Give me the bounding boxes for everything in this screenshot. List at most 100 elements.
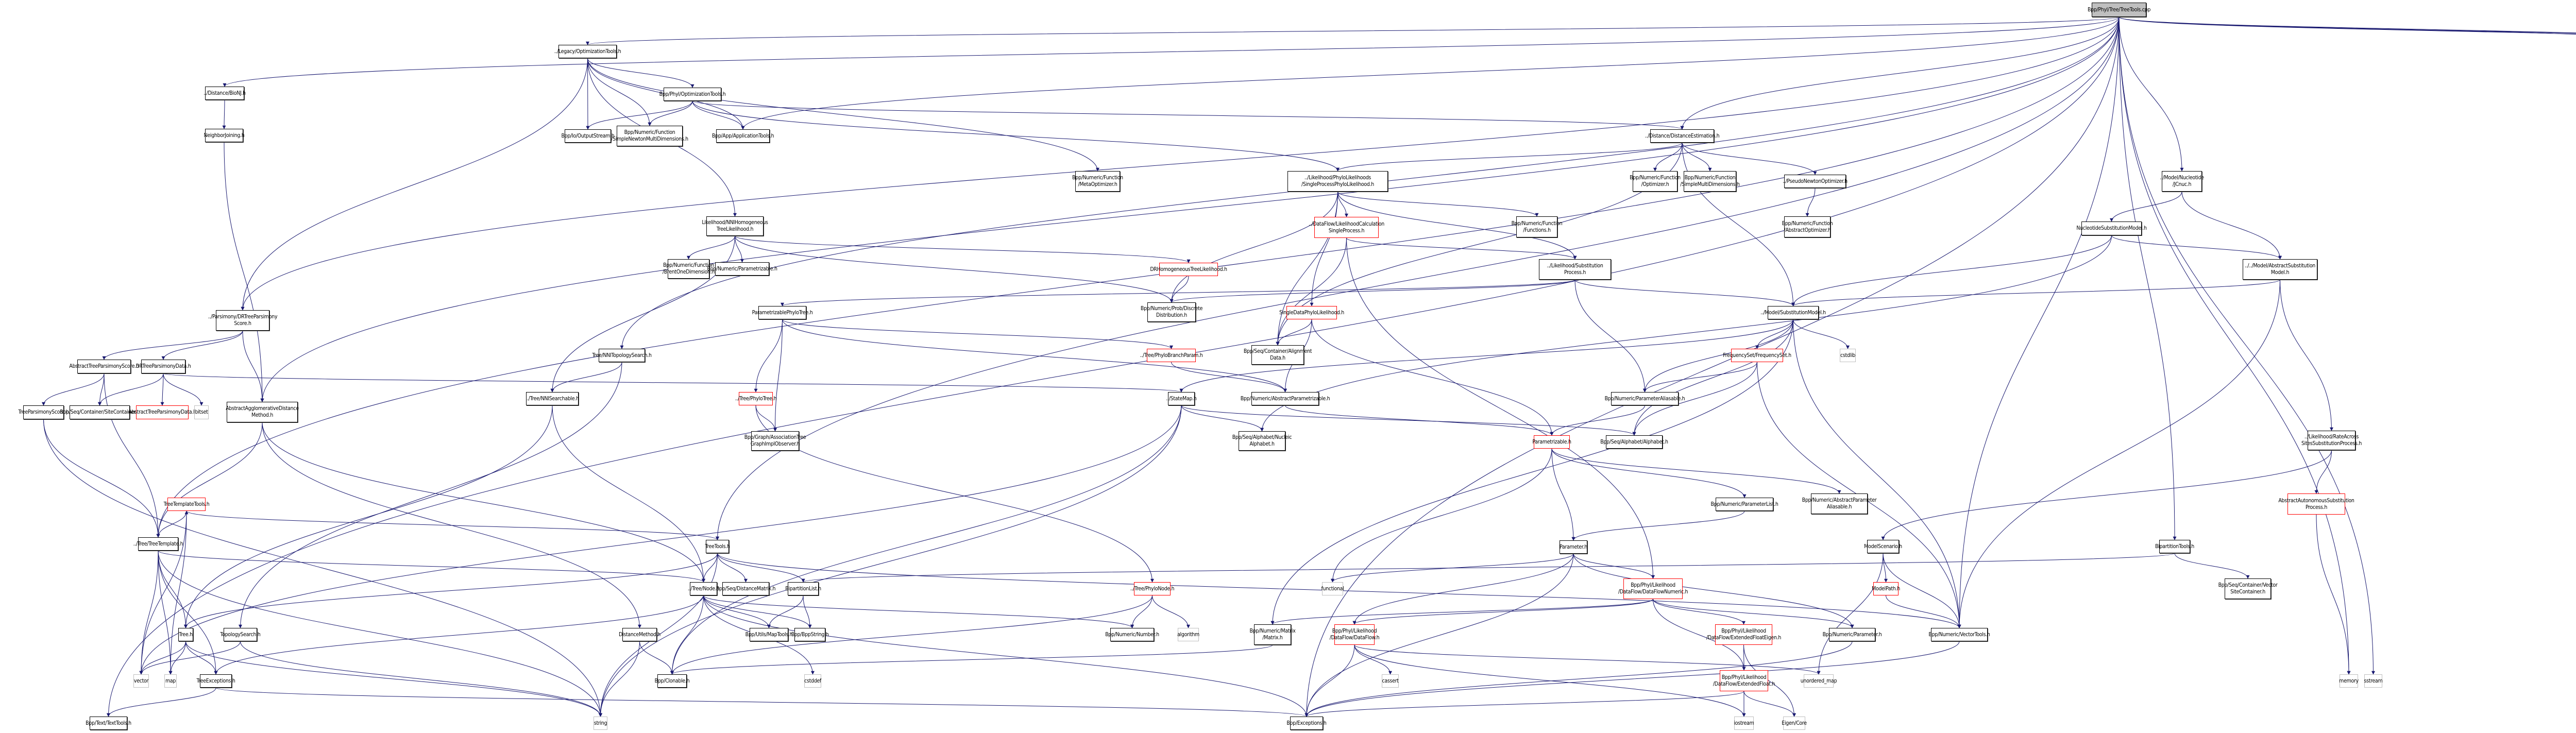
graph-node-subproc[interactable]: ../Likelihood/Substitution Process.h xyxy=(1539,259,1611,280)
graph-node-drtps[interactable]: ../Parsimony/DRTreeParsimony Score.h xyxy=(208,310,278,331)
graph-node-distest[interactable]: ../Distance/DistanceEstimation.h xyxy=(1645,129,1720,143)
graph-node-freqset[interactable]: FrequencySet/FrequencySet.h xyxy=(1723,349,1791,362)
graph-node-bionj[interactable]: ../Distance/BioNJ.h xyxy=(204,87,246,100)
graph-node-atpd[interactable]: AbstractTreeParsimonyData.h xyxy=(128,405,196,419)
graph-node-snmd[interactable]: Bpp/Numeric/Function /SimpleNewtonMultiD… xyxy=(611,126,688,146)
graph-node-tps[interactable]: TreeParsimonyScore.h xyxy=(19,405,69,419)
graph-node-jcnuc[interactable]: ../Model/Nucleotide /JCnuc.h xyxy=(2160,171,2204,192)
graph-node-modelpath[interactable]: ModelPath.h xyxy=(1872,582,1900,595)
graph-node-paramlist[interactable]: Bpp/Numeric/ParameterList.h xyxy=(1710,498,1778,511)
graph-node-paramalias[interactable]: Bpp/Numeric/ParameterAliasable.h xyxy=(1605,392,1685,405)
graph-node-ef[interactable]: Bpp/Phyl/Likelihood /DataFlow/ExtendedFl… xyxy=(1713,670,1775,691)
edge-nnisearchable-to-node xyxy=(552,405,705,583)
graph-node-modelscenario[interactable]: ModelScenario.h xyxy=(1864,540,1902,553)
graph-node-treetemplatetools[interactable]: TreeTemplateTools.h xyxy=(164,498,210,511)
graph-node-phylonode[interactable]: ../Tree/PhyloNode.h xyxy=(1130,582,1175,595)
graph-node-ppt[interactable]: ParametrizablePhyloTree.h xyxy=(752,306,813,319)
graph-node-bppstring[interactable]: Bpp/BppString.h xyxy=(791,628,829,641)
graph-node-absparam[interactable]: Bpp/Numeric/AbstractParametrizable.h xyxy=(1241,392,1330,405)
graph-node-root[interactable]: Bpp/Phyl/Tree/TreeTools.cpp xyxy=(2088,3,2150,17)
edge-phylonode-to-algorithm xyxy=(1152,595,1190,628)
graph-node-phylopt[interactable]: Bpp/Phyl/OptimizationTools.h xyxy=(659,88,726,101)
graph-node-drtpd[interactable]: DRTreeParsimonyData.h xyxy=(136,360,191,373)
graph-node-brent[interactable]: Bpp/Numeric/Function /BrentOneDimension.… xyxy=(663,259,715,279)
graph-node-apptools[interactable]: Bpp/App/ApplicationTools.h xyxy=(712,129,774,143)
graph-node-dataflow[interactable]: Bpp/Phyl/Likelihood /DataFlow/DataFlow.h xyxy=(1330,624,1380,645)
graph-node-assoc[interactable]: Bpp/Graph/AssociationTree GraphImplObser… xyxy=(744,431,806,451)
graph-node-legopt[interactable]: ../Legacy/OptimizationTools.h xyxy=(554,45,621,58)
graph-node-vectortools[interactable]: Bpp/Numeric/VectorTools.h xyxy=(1928,628,1990,641)
graph-node-dataflownum[interactable]: Bpp/Phyl/Likelihood /DataFlow/DataFlowNu… xyxy=(1618,578,1688,599)
graph-node-metaopt[interactable]: Bpp/Numeric/Function /MetaOptimizer.h xyxy=(1072,171,1123,192)
graph-node-distmethod[interactable]: DistanceMethod.h xyxy=(619,628,660,641)
graph-node-functions[interactable]: Bpp/Numeric/Function /Functions.h xyxy=(1512,216,1563,237)
graph-node-aligndata[interactable]: Bpp/Seq/Container/Alignment Data.h xyxy=(1244,345,1312,365)
graph-node-bipartools[interactable]: BipartitionTools.h xyxy=(2155,540,2194,553)
graph-node-atps[interactable]: AbstractTreeParsimonyScore.h xyxy=(69,360,139,373)
graph-node-outstream[interactable]: Bpp/Io/OutputStream.h xyxy=(561,129,615,143)
graph-node-nnihtl[interactable]: Likelihood/NNIHomogeneous TreeLikelihood… xyxy=(702,216,768,236)
graph-node-map[interactable]: map xyxy=(164,674,177,688)
graph-node-sdplik[interactable]: SingleDataPhyloLikelihood.h xyxy=(1279,306,1344,319)
graph-node-ratsp[interactable]: ../Likelihood/RateAcross SitesSubstituti… xyxy=(2301,431,2362,450)
graph-node-nucalpha[interactable]: Bpp/Seq/Alphabet/Nucleic Alphabet.h xyxy=(1232,431,1292,451)
graph-node-sitecont[interactable]: Bpp/Seq/Container/SiteContainer.h xyxy=(60,405,140,419)
graph-node-statemap[interactable]: ../StateMap.h xyxy=(1166,392,1197,405)
graph-node-parameter[interactable]: Parameter.h xyxy=(1560,540,1587,554)
graph-node-drhtl[interactable]: DRHomogeneousTreeLikelihood.h xyxy=(1150,263,1227,276)
graph-node-maptools[interactable]: Bpp/Utils/MapTools.h xyxy=(745,628,793,641)
graph-node-distmatrix[interactable]: Bpp/Seq/DistanceMatrix.h xyxy=(716,582,776,595)
graph-node-unordered[interactable]: unordered_map xyxy=(1801,674,1837,688)
graph-node-memory[interactable]: memory xyxy=(2339,674,2359,688)
graph-node-vector[interactable]: vector xyxy=(133,674,149,688)
graph-node-aadm[interactable]: AbstractAgglomerativeDistance Method.h xyxy=(226,402,299,422)
graph-node-clonable[interactable]: Bpp/Clonable.h xyxy=(655,674,690,688)
graph-node-efeigen[interactable]: Bpp/Phyl/Likelihood /DataFlow/ExtendedFl… xyxy=(1706,624,1781,645)
graph-node-treeexc[interactable]: TreeExceptions.h xyxy=(196,674,235,688)
graph-node-cassert[interactable]: cassert xyxy=(1382,674,1399,688)
graph-node-absparamalias[interactable]: Bpp/Numeric/AbstractParameter Aliasable.… xyxy=(1802,493,1877,514)
graph-node-absopt[interactable]: Bpp/Numeric/Function /AbstractOptimizer.… xyxy=(1782,216,1833,237)
graph-node-cstddef[interactable]: cstddef xyxy=(804,674,821,688)
graph-node-sstream[interactable]: sstream xyxy=(2364,674,2383,688)
graph-node-biplist[interactable]: BipartitionList.h xyxy=(785,582,821,595)
edge-node-to-clonable xyxy=(670,595,704,675)
graph-node-treetools[interactable]: TreeTools.h xyxy=(705,540,730,553)
graph-node-functional[interactable]: functional xyxy=(1321,582,1344,595)
graph-node-nnitopo[interactable]: Tree/NNITopologySearch.h xyxy=(592,349,652,362)
graph-node-lcsp[interactable]: ../DataFlow/LikelihoodCalculation Single… xyxy=(1309,217,1384,238)
graph-node-treetemplate[interactable]: ../Tree/TreeTemplate.h xyxy=(133,537,183,551)
graph-node-number[interactable]: Bpp/Numeric/Number.h xyxy=(1105,628,1159,641)
graph-node-tree[interactable]: Tree.h xyxy=(178,628,193,641)
graph-node-nucsubmodel[interactable]: NucleotideSubstitutionModel.h xyxy=(2076,221,2147,235)
graph-node-texttools[interactable]: Bpp/Text/TextTools.h xyxy=(86,717,131,730)
edge-aasp-to-memory xyxy=(2316,514,2351,675)
graph-node-simplemd[interactable]: Bpp/Numeric/Function /SimpleMultiDimensi… xyxy=(1680,171,1740,192)
graph-node-nj[interactable]: NeighborJoining.h xyxy=(204,129,245,142)
graph-node-exceptions[interactable]: Bpp/Exceptions.h xyxy=(1286,717,1327,730)
graph-node-alphabet[interactable]: Bpp/Seq/Alphabet/Alphabet.h xyxy=(1600,435,1668,449)
graph-node-string[interactable]: string xyxy=(594,717,607,730)
graph-node-abssubmodel[interactable]: ../../Model/AbstractSubstitution Model.h xyxy=(2243,259,2317,280)
graph-node-spplik[interactable]: ../Likelihood/PhyloLikelihoods /SinglePr… xyxy=(1287,171,1388,192)
graph-node-nnisearchable[interactable]: ../Tree/NNISearchable.h xyxy=(526,392,579,405)
graph-node-pseudonewton[interactable]: ../PseudoNewtonOptimizer.h xyxy=(1783,175,1848,188)
graph-node-algorithm[interactable]: algorithm xyxy=(1177,628,1199,641)
graph-node-phylotree[interactable]: ../Tree/PhyloTree.h xyxy=(735,392,776,405)
graph-node-cstdlib[interactable]: cstdlib xyxy=(1840,349,1856,362)
graph-node-phylobranch[interactable]: ../Tree/PhyloBranchParam.h xyxy=(1140,349,1203,362)
graph-node-nparameter[interactable]: Bpp/Numeric/Parameter.h xyxy=(1823,628,1882,641)
graph-node-bitset[interactable]: bitset xyxy=(194,405,209,419)
graph-node-optimizer[interactable]: Bpp/Numeric/Function /Optimizer.h xyxy=(1630,171,1681,192)
graph-node-discdist[interactable]: Bpp/Numeric/Prob/Discrete Distribution.h xyxy=(1141,302,1202,322)
graph-node-matrix[interactable]: Bpp/Numeric/Matrix /Matrix.h xyxy=(1250,624,1296,645)
graph-node-parametrizable-n[interactable]: Bpp/Numeric/Parametrizable.h xyxy=(707,262,777,276)
graph-node-parametrizable[interactable]: Parametrizable.h xyxy=(1532,435,1571,449)
graph-node-topo[interactable]: TopologySearch.h xyxy=(220,628,261,641)
graph-node-node[interactable]: ../Tree/Node.h xyxy=(688,582,719,595)
graph-node-vecsitecont[interactable]: Bpp/Seq/Container/Vector SiteContainer.h xyxy=(2218,578,2278,599)
graph-node-iostream[interactable]: iostream xyxy=(1734,717,1754,730)
graph-node-submodel[interactable]: ../Model/SubstitutionModel.h xyxy=(1760,306,1826,319)
graph-node-eigen[interactable]: Eigen/Core xyxy=(1782,717,1807,730)
graph-node-aasp[interactable]: AbstractAutonomousSubstitution Process.h xyxy=(2278,493,2354,515)
